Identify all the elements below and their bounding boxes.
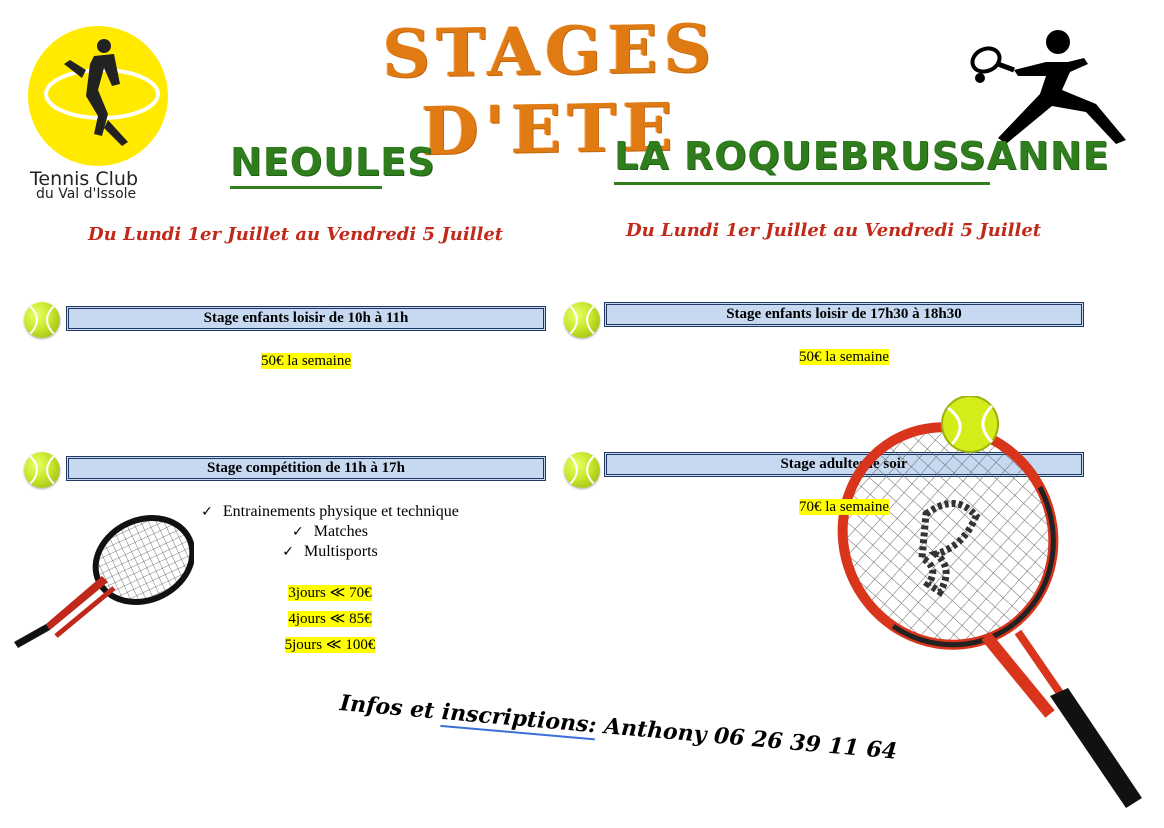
- dates-right: Du Lundi 1er Juillet au Vendredi 5 Juill…: [626, 220, 1042, 241]
- town-left: NEOULES: [230, 140, 436, 184]
- tennis-ball-icon: [564, 302, 600, 338]
- stage-box-left-1: Stage enfants loisir de 10h à 11h: [66, 306, 546, 331]
- tennis-ball-icon: [564, 452, 600, 488]
- price-4jours: 4jours ≪ 85€: [288, 611, 372, 627]
- tennis-ball-icon: [24, 452, 60, 488]
- check-icon: ✓: [201, 504, 213, 520]
- town-right-underline: [614, 182, 990, 185]
- logo-text-line2: du Val d'Issole: [36, 186, 137, 202]
- tennis-player-logo: [28, 26, 168, 166]
- infos-prefix: Infos et: [338, 690, 444, 725]
- check-icon: ✓: [282, 544, 294, 560]
- stage-left-2-list: ✓Entrainements physique et technique ✓Ma…: [160, 502, 500, 562]
- price-right-1: 50€ la semaine: [799, 349, 889, 365]
- tennis-player-silhouette-icon: [970, 30, 1126, 144]
- price-left-1-wrap: 50€ la semaine: [66, 352, 546, 370]
- price-5jours: 5jours ≪ 100€: [284, 637, 376, 653]
- price-right-2: 70€ la semaine: [799, 499, 889, 515]
- dates-left: Du Lundi 1er Juillet au Vendredi 5 Juill…: [88, 224, 504, 245]
- list-item: ✓Entrainements physique et technique: [201, 503, 459, 520]
- price-left-1: 50€ la semaine: [261, 353, 351, 369]
- stage-box-left-2: Stage compétition de 11h à 17h: [66, 456, 546, 481]
- price-right-1-wrap: 50€ la semaine: [604, 348, 1084, 366]
- price-right-2-wrap: 70€ la semaine: [604, 498, 1084, 516]
- check-icon: ✓: [292, 524, 304, 540]
- town-right: LA ROQUEBRUSSANNE: [614, 134, 1110, 178]
- club-logo: Tennis Club du Val d'Issole: [24, 24, 174, 204]
- logo-text-line1: Tennis Club: [30, 168, 139, 190]
- tennis-racket-icon: [837, 396, 1142, 808]
- tennis-racket-icon: [14, 515, 194, 648]
- contact-info: Infos et inscriptions: Anthony 06 26 39 …: [339, 690, 898, 765]
- prices-left-2: 3jours ≪ 70€ 4jours ≪ 85€ 5jours ≪ 100€: [240, 580, 420, 658]
- price-3jours: 3jours ≪ 70€: [288, 585, 372, 601]
- town-left-underline: [230, 186, 382, 189]
- tennis-ball-icon: [24, 302, 60, 338]
- list-item: ✓Matches: [292, 523, 368, 540]
- infos-underlined: inscriptions:: [440, 698, 598, 741]
- list-item: ✓Multisports: [282, 543, 378, 560]
- stage-box-right-1: Stage enfants loisir de 17h30 à 18h30: [604, 302, 1084, 327]
